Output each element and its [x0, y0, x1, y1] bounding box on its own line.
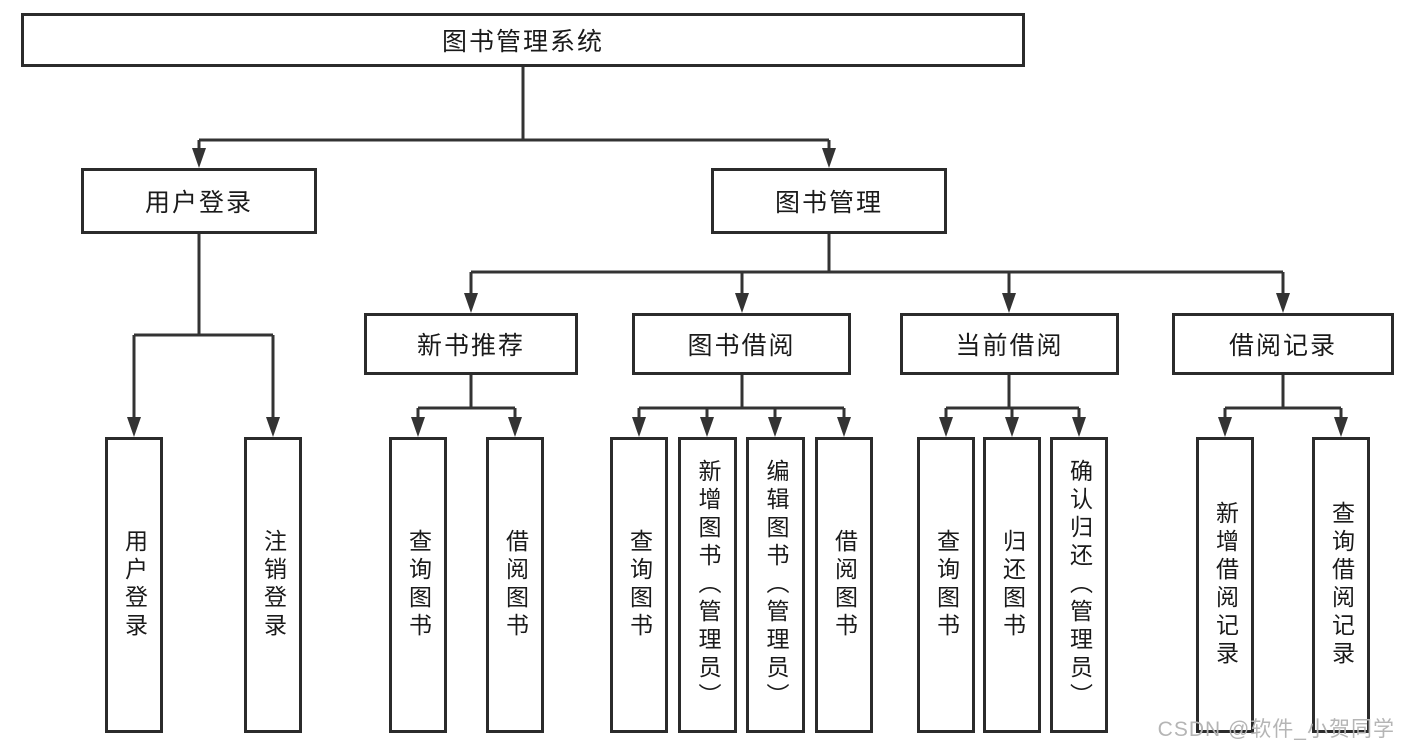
- arrowhead-icons: [127, 148, 1348, 437]
- node-leaf-query-books-3: 查询图书: [917, 437, 975, 733]
- node-label: 新书推荐: [416, 332, 525, 360]
- node-leaf-confirm-return-admin: 确认归还（管理员）: [1050, 437, 1108, 733]
- node-label: 用户登录: [144, 189, 253, 217]
- node-leaf-borrow-books-1: 借阅图书: [486, 437, 544, 733]
- node-leaf-edit-books-admin: 编辑图书（管理员）: [746, 437, 805, 733]
- node-label: 当前借阅: [955, 332, 1064, 360]
- node-label: 新增图书（管理员）: [695, 459, 721, 711]
- node-label: 借阅图书: [502, 529, 529, 641]
- node-leaf-add-books-admin: 新增图书（管理员）: [678, 437, 737, 733]
- node-label: 借阅图书: [831, 529, 858, 641]
- node-label: 借阅记录: [1228, 332, 1337, 360]
- node-leaf-query-books-1: 查询图书: [389, 437, 447, 733]
- node-leaf-borrow-books-2: 借阅图书: [815, 437, 873, 733]
- node-label: 查询借阅记录: [1328, 501, 1355, 669]
- node-new-book-recommend: 新书推荐: [364, 313, 578, 375]
- connector-lines: [132, 67, 1343, 421]
- node-label: 确认归还（管理员）: [1066, 459, 1093, 711]
- node-label: 注销登录: [260, 529, 287, 641]
- csdn-watermark: CSDN @软件_小贺同学: [1157, 718, 1395, 741]
- node-label: 归还图书: [999, 529, 1026, 641]
- node-label: 查询图书: [626, 529, 653, 641]
- node-leaf-logout: 注销登录: [244, 437, 302, 733]
- node-book-management: 图书管理: [711, 168, 947, 234]
- node-leaf-user-login: 用户登录: [105, 437, 163, 733]
- node-label: 用户登录: [121, 529, 148, 641]
- node-user-login: 用户登录: [81, 168, 317, 234]
- node-label: 查询图书: [405, 529, 432, 641]
- node-label: 新增借阅记录: [1212, 501, 1239, 669]
- node-label: 图书管理系统: [441, 28, 604, 56]
- node-book-borrow: 图书借阅: [632, 313, 851, 375]
- node-leaf-query-borrow-record: 查询借阅记录: [1312, 437, 1370, 733]
- node-current-borrow: 当前借阅: [900, 313, 1119, 375]
- node-label: 图书借阅: [687, 332, 796, 360]
- node-label: 编辑图书（管理员）: [763, 459, 789, 711]
- node-leaf-add-borrow-record: 新增借阅记录: [1196, 437, 1254, 733]
- node-label: 图书管理: [774, 189, 883, 217]
- node-library-management-system: 图书管理系统: [21, 13, 1025, 67]
- node-leaf-query-books-2: 查询图书: [610, 437, 668, 733]
- node-label: 查询图书: [933, 529, 960, 641]
- node-borrow-records: 借阅记录: [1172, 313, 1394, 375]
- node-leaf-return-books: 归还图书: [983, 437, 1041, 733]
